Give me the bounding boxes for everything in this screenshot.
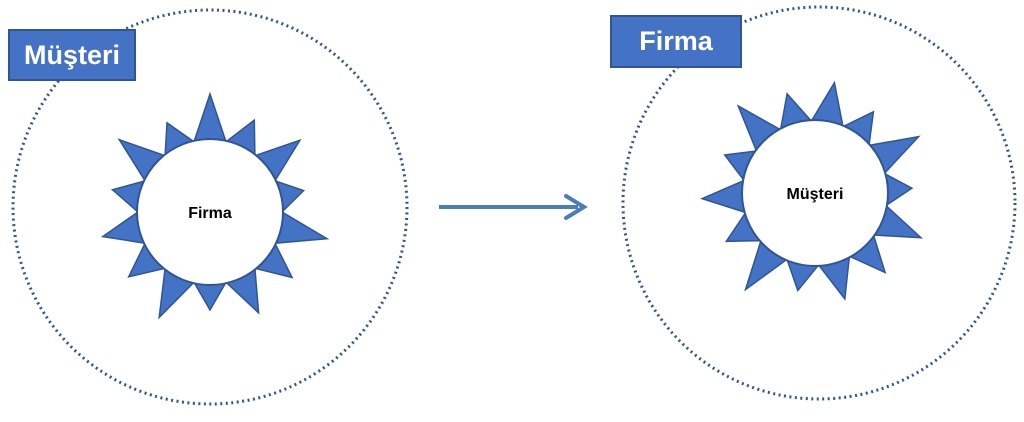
right-title-text: Firma — [639, 26, 713, 56]
left-title-badge: Müşteri — [8, 29, 136, 81]
left-center-text: Firma — [188, 205, 232, 222]
right-center-text: Müşteri — [787, 186, 844, 203]
transition-arrow — [439, 194, 588, 220]
right-sun-shape: Müşteri — [699, 80, 924, 301]
left-title-text: Müşteri — [23, 39, 121, 70]
right-boundary-circle — [621, 5, 1017, 401]
right-sun-core — [741, 119, 889, 267]
left-sun-shape: Firma — [100, 91, 330, 320]
right-title-badge: Firma — [610, 15, 742, 68]
left-boundary-circle — [11, 8, 409, 406]
left-sun-core — [136, 138, 284, 286]
arrow-head — [564, 194, 588, 220]
